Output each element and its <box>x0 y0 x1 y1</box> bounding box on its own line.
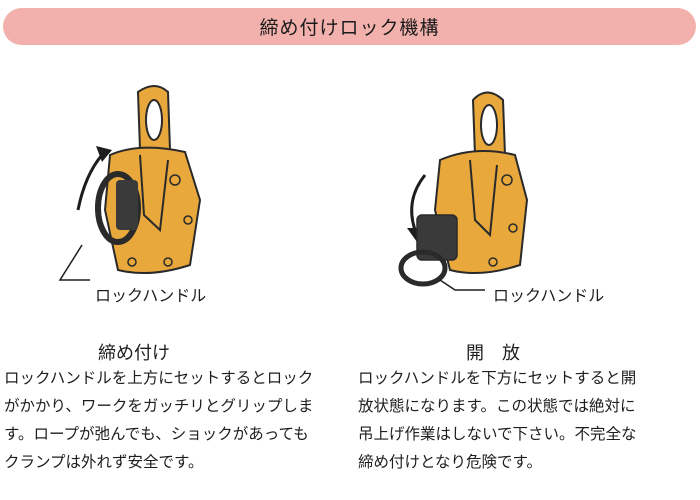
clamp-locked-illustration <box>40 80 280 310</box>
right-line-4: 締め付けとなり危険です。 <box>358 453 542 471</box>
title-banner: 締め付けロック機構 <box>3 8 696 45</box>
left-heading: 締め付け <box>98 343 170 364</box>
left-line-3: す。ロープが弛んでも、ショックがあっても <box>4 425 309 443</box>
banner-title: 締め付けロック機構 <box>259 17 440 39</box>
left-line-4: クランプは外れず安全です。 <box>4 453 204 471</box>
right-line-3: 吊上げ作業はしないで下さい。不完全な <box>358 425 637 443</box>
right-line-2: 放状態になります。この状態では絶対に <box>358 397 636 415</box>
clamp-open-illustration <box>395 80 635 310</box>
right-heading: 開 放 <box>466 343 520 364</box>
left-description: ロックハンドルを上方にセットするとロック がかかり、ワークをガッチリとグリップし… <box>4 364 313 476</box>
left-line-2: がかかり、ワークをガッチリとグリップしま <box>4 397 314 415</box>
left-line-1: ロックハンドルを上方にセットするとロック <box>4 369 314 387</box>
right-description: ロックハンドルを下方にセットすると開 放状態になります。この状態では絶対に 吊上… <box>358 364 637 476</box>
right-handle-callout: ロックハンドル <box>493 286 605 305</box>
left-handle-callout: ロックハンドル <box>95 286 207 305</box>
right-line-1: ロックハンドルを下方にセットすると開 <box>358 369 637 387</box>
